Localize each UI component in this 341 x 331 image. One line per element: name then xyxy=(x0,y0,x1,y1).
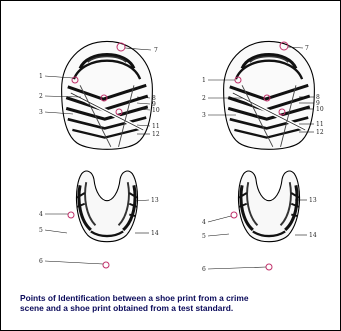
label-right-5: 5 xyxy=(202,233,206,240)
label-right-2: 2 xyxy=(202,95,206,102)
caption-line-2: scene and a shoe print obtained from a t… xyxy=(20,303,335,313)
label-right-3: 3 xyxy=(202,112,206,119)
label-right-6: 6 xyxy=(202,266,206,273)
figure-caption: Points of Identification between a shoe … xyxy=(20,293,335,313)
label-left-3: 3 xyxy=(39,109,43,116)
left-shoe-print xyxy=(45,41,152,268)
label-left-12: 12 xyxy=(152,131,160,138)
label-right-14: 14 xyxy=(309,232,317,239)
label-left-6: 6 xyxy=(39,258,43,265)
label-right-1: 1 xyxy=(202,77,206,84)
label-left-14: 14 xyxy=(151,230,159,237)
label-right-4: 4 xyxy=(202,219,206,226)
label-left-7: 7 xyxy=(154,47,158,54)
label-right-7: 7 xyxy=(305,45,309,52)
label-left-4: 4 xyxy=(39,211,43,218)
label-left-10: 10 xyxy=(152,107,160,114)
label-right-12: 12 xyxy=(316,129,324,136)
label-left-5: 5 xyxy=(39,227,43,234)
caption-line-1: Points of Identification between a shoe … xyxy=(20,293,335,303)
right-shoe-print xyxy=(208,41,314,270)
label-right-13: 13 xyxy=(309,197,317,204)
label-right-11: 11 xyxy=(316,121,324,128)
label-left-13: 13 xyxy=(151,197,159,204)
label-right-10: 10 xyxy=(316,106,324,113)
label-left-11: 11 xyxy=(152,123,160,130)
label-left-1: 1 xyxy=(39,73,43,80)
label-left-2: 2 xyxy=(39,93,43,100)
